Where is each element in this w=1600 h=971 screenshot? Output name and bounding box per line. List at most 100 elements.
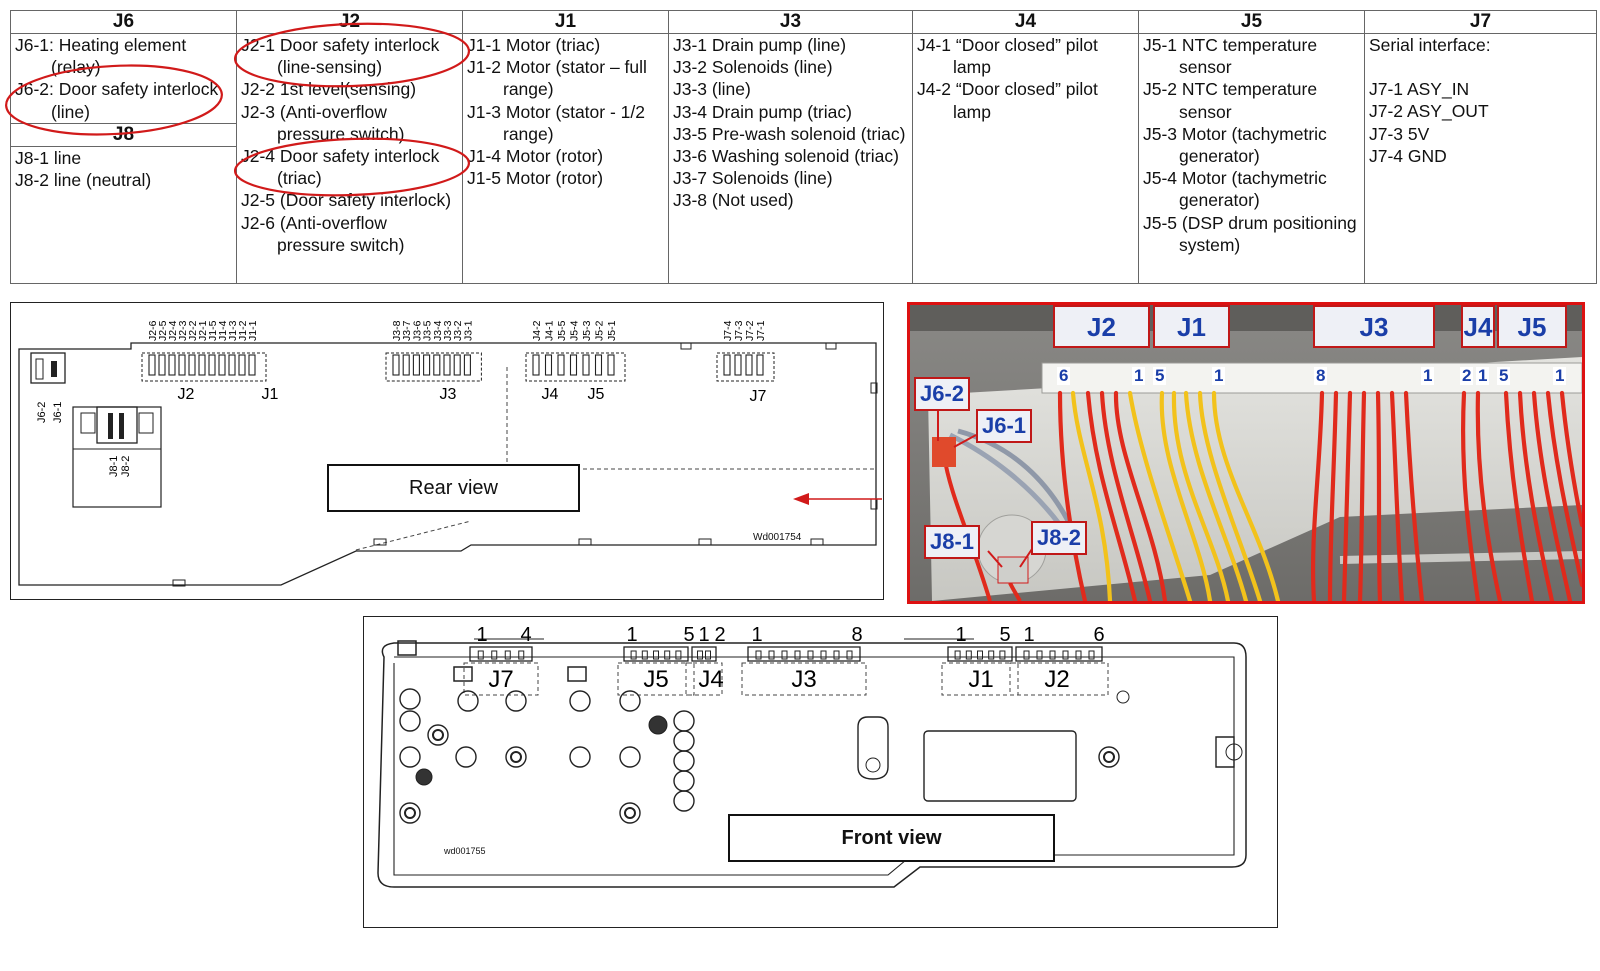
wire	[1310, 390, 1325, 601]
pin-desc: J7-3 5V	[1369, 123, 1430, 144]
connector-dashed-outline	[941, 662, 1019, 696]
pin-label: J1-1	[247, 320, 259, 341]
mounting-ring	[505, 690, 527, 712]
ring-center	[510, 751, 522, 763]
wire	[1357, 390, 1367, 601]
connector-pin	[218, 354, 226, 376]
wire	[1327, 390, 1339, 601]
connector-label: J3	[791, 666, 816, 693]
connector-pin	[158, 354, 166, 376]
connector-pin	[607, 354, 615, 376]
header-j1: J1	[462, 10, 669, 34]
connector-pin	[569, 354, 578, 376]
pin-desc: J1-4 Motor (rotor)	[467, 146, 604, 167]
mounting-ring	[505, 746, 527, 768]
ring-center	[1103, 751, 1115, 763]
mounting-ring	[427, 724, 449, 746]
photo-pin-number: 2	[1460, 366, 1474, 385]
connector-dashed-outline	[617, 662, 695, 696]
j6-connector	[30, 352, 66, 384]
front-pin-number: 1	[1023, 624, 1034, 646]
header-j6: J6	[10, 10, 237, 34]
connector-pin	[594, 354, 603, 376]
notch	[373, 538, 387, 546]
cell-j1: J1-1 Motor (triac) J1-2 Motor (stator – …	[462, 33, 669, 284]
connector-pin	[965, 650, 972, 660]
header-j3: J3	[668, 10, 913, 34]
photo-pin-number: 8	[1314, 366, 1328, 385]
wire	[1211, 390, 1281, 601]
ring-center	[404, 807, 416, 819]
pin-desc: J5-1 NTC temperature sensor	[1143, 35, 1322, 78]
j6-pin	[35, 358, 44, 380]
connector-pin	[630, 650, 637, 660]
wire	[1127, 390, 1193, 601]
wire	[1389, 390, 1405, 601]
photo-header-j2: J2	[1053, 305, 1150, 348]
connector-pin	[794, 650, 801, 660]
tag-leader	[1019, 548, 1033, 568]
connector-housing	[469, 646, 533, 662]
connector-dashed-outline	[463, 662, 539, 696]
front-pin-number: 1	[626, 624, 637, 646]
pin-label: J3-8	[391, 320, 403, 341]
connector-label: J5	[643, 666, 668, 693]
notch	[698, 538, 712, 546]
side-clip	[1215, 736, 1235, 768]
pin-desc: J1-1 Motor (triac)	[467, 35, 601, 55]
connector-label: J3	[440, 386, 457, 403]
connector-pin	[1075, 650, 1082, 660]
front-ref-code: wd001755	[444, 846, 486, 856]
wire	[1171, 390, 1231, 601]
wire	[1099, 390, 1153, 601]
wire	[1503, 390, 1535, 601]
connector-dashed-outline	[1009, 662, 1109, 696]
header-j8: J8	[11, 122, 236, 147]
connector-pin	[807, 650, 814, 660]
pin-desc: J7-1 ASY_IN	[1369, 79, 1470, 100]
cell-j4: J4-1 “Door closed” pilot lamp J4-2 “Door…	[912, 33, 1139, 284]
pin-label-j6-1: J6-1	[52, 402, 64, 423]
pin-desc: J3-1 Drain pump (line)	[673, 35, 847, 55]
connector-pin	[208, 354, 216, 376]
connector-pin	[768, 650, 775, 660]
wire	[1085, 390, 1138, 601]
pin-label: J3-7	[401, 320, 413, 341]
pin-desc: J3-3 (line)	[673, 79, 751, 100]
component-dot	[1116, 690, 1130, 704]
connector-pin	[734, 354, 742, 376]
pin-label: J5-2	[594, 320, 606, 341]
cell-j3: J3-1 Drain pump (line) J3-2 Solenoids (l…	[668, 33, 913, 284]
j8-pin	[108, 413, 113, 439]
notch	[810, 538, 824, 546]
table-body-row: J6-1: Heating element (relay) J6-2: Door…	[10, 33, 1597, 284]
front-view-diagram: J7 J5 J4 J3 J1 J2 1 4 1 5 1 2 1 8 1 5 1 …	[377, 624, 1247, 888]
front-pin-number: 8	[851, 624, 862, 646]
front-view-panel: J7 J5 J4 J3 J1 J2 1 4 1 5 1 2 1 8 1 5 1 …	[363, 616, 1278, 928]
pin-desc: J3-5 Pre-wash solenoid (triac)	[673, 123, 906, 144]
pin-label: J3-1	[462, 320, 474, 341]
front-pin-number: 1	[751, 624, 762, 646]
pin-label: J7-2	[744, 320, 756, 341]
photo-header-j1: J1	[1153, 305, 1230, 348]
connector-pin	[1062, 650, 1069, 660]
pin-desc: J5-3 Motor (tachymetric generator)	[1143, 123, 1332, 167]
pin-label: J5-5	[556, 320, 568, 341]
mounting-ring	[619, 802, 641, 824]
connector-pin	[641, 650, 648, 660]
ring-center	[624, 807, 636, 819]
front-pin-number: 5	[683, 624, 694, 646]
keyhole-mount	[857, 716, 889, 780]
tag-leader	[987, 550, 1003, 568]
j6-pin	[51, 361, 57, 377]
pin-desc: J3-4 Drain pump (triac)	[673, 101, 852, 122]
j8-connector	[96, 406, 138, 444]
mounting-ring	[399, 710, 421, 732]
connector-pin	[423, 354, 431, 376]
connector-pin	[402, 354, 410, 376]
connector-label: J1	[262, 386, 279, 403]
connector-label: J4	[698, 666, 723, 693]
pin-desc: J1-2 Motor (stator – full range)	[467, 57, 652, 100]
connector-pin	[723, 354, 731, 376]
